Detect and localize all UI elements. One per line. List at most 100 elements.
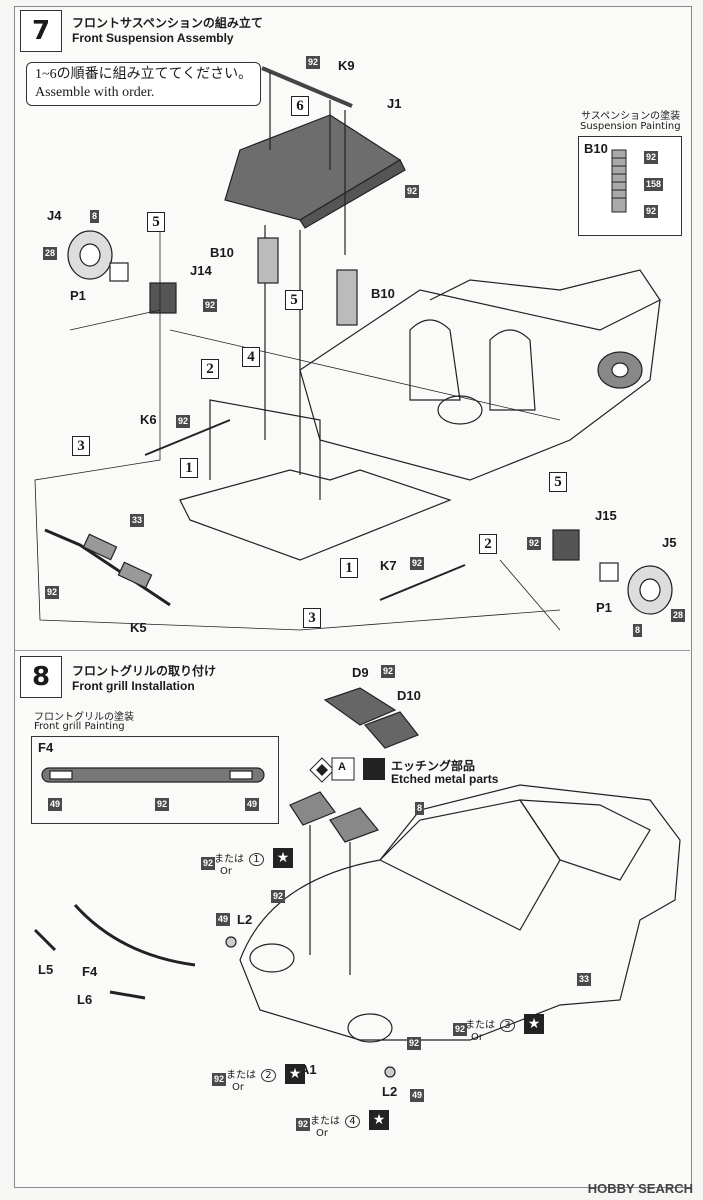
paint-code: 92 [45, 586, 60, 599]
part-label: J15 [595, 508, 617, 523]
paint-code: 92 [176, 415, 191, 428]
step7-number: 7 [20, 10, 62, 52]
paint-code: 33 [577, 973, 592, 986]
part-label: P1 [70, 288, 86, 303]
order-number: 3 [303, 608, 321, 628]
assembly-order-note: 1~6の順番に組み立ててください。 Assemble with order. [26, 62, 262, 106]
grill-painting-box [31, 736, 279, 824]
paint-code: 8 [633, 624, 643, 637]
paint-code: 92 [527, 537, 542, 550]
or-ref: 2 [261, 1069, 276, 1082]
grill-painting-jp: フロントグリルの塗装 [34, 712, 134, 723]
paint-code: 92 [405, 185, 420, 198]
paint-code: 49 [48, 798, 63, 811]
part-label: J4 [47, 208, 62, 223]
part-label: K7 [380, 558, 397, 573]
part-label: K5 [130, 620, 147, 635]
paint-code: 92 [644, 151, 659, 164]
paint-code: 92 [453, 1023, 468, 1036]
order-number: 5 [147, 212, 165, 232]
star-icon: ★ [523, 1014, 545, 1034]
or-jp: または [310, 1116, 340, 1127]
paint-code: 92 [407, 1037, 422, 1050]
part-label: P1 [596, 600, 612, 615]
star-icon: ★ [368, 1110, 390, 1130]
part-label: D10 [397, 688, 421, 703]
order-number: 2 [201, 359, 219, 379]
or-en: Or [220, 866, 232, 877]
grill-painting-en: Front grill Painting [34, 721, 125, 732]
part-label: L6 [77, 992, 93, 1007]
suspension-painting-box [578, 136, 682, 236]
star-icon: ★ [272, 848, 294, 868]
paint-code: 92 [201, 857, 216, 870]
step7-title-en: Front Suspension Assembly [72, 31, 234, 45]
part-label: B10 [371, 286, 395, 301]
paint-code: 8 [90, 210, 100, 223]
part-label: D9 [352, 665, 369, 680]
part-label: L2 [382, 1084, 398, 1099]
part-label: K9 [338, 58, 355, 73]
or-en: Or [232, 1082, 244, 1093]
order-number: 4 [242, 347, 260, 367]
part-label: J1 [387, 96, 402, 111]
or-callout: または 4 ★ Or [310, 1110, 390, 1140]
etched-parts-jp: エッチング部品 [391, 759, 476, 773]
paint-code: 8 [415, 802, 425, 815]
etched-parts-en: Etched metal parts [391, 772, 499, 786]
paint-code: 49 [410, 1089, 425, 1102]
part-label: K6 [140, 412, 157, 427]
step8-title-jp: フロントグリルの取り付け [72, 664, 217, 678]
order-number: 5 [549, 472, 567, 492]
suspension-painting-jp: サスペンションの塗装 [581, 111, 681, 122]
star-icon: ★ [284, 1064, 306, 1084]
paint-code: 92 [381, 665, 396, 678]
paint-code: 33 [130, 514, 145, 527]
part-label: J5 [662, 535, 677, 550]
part-label: F4 [82, 964, 98, 979]
part-label: J14 [190, 263, 212, 278]
paint-code: 92 [410, 557, 425, 570]
note-en: Assemble with order. [35, 85, 155, 100]
paint-code: 92 [212, 1073, 227, 1086]
or-jp: または [465, 1020, 495, 1031]
paint-part-f4: F4 [38, 740, 54, 755]
or-jp: または [214, 854, 244, 865]
suspension-painting-en: Suspension Painting [580, 121, 681, 132]
or-callout: または 2 ★ Or [226, 1064, 306, 1094]
or-en: Or [316, 1128, 328, 1139]
step8-title-en: Front grill Installation [72, 679, 195, 693]
hobby-search-watermark: HOBBY SEARCH [587, 1181, 693, 1196]
step-divider [14, 650, 690, 651]
or-ref: 1 [249, 853, 264, 866]
paint-code: 28 [671, 609, 686, 622]
paint-code: 49 [245, 798, 260, 811]
order-number: 6 [291, 96, 309, 116]
paint-code: 92 [296, 1118, 311, 1131]
paint-code: 92 [155, 798, 170, 811]
or-jp: または [226, 1070, 256, 1081]
order-number: 3 [72, 436, 90, 456]
part-label: B10 [210, 245, 234, 260]
or-en: Or [471, 1032, 483, 1043]
etched-part-letter: A [338, 761, 346, 773]
order-number: 2 [479, 534, 497, 554]
paint-code: 28 [43, 247, 58, 260]
part-label: L2 [237, 912, 253, 927]
paint-code: 92 [306, 56, 321, 69]
order-number: 1 [180, 458, 198, 478]
paint-code: 92 [271, 890, 286, 903]
or-callout: または 1 ★ Or [214, 848, 294, 878]
paint-code: 92 [644, 205, 659, 218]
order-number: 5 [285, 290, 303, 310]
step7-title-jp: フロントサスペンションの組み立て [72, 16, 263, 30]
or-ref: 4 [345, 1115, 360, 1128]
part-label: L5 [38, 962, 54, 977]
or-callout: または 3 ★ Or [465, 1014, 545, 1044]
order-number: 1 [340, 558, 358, 578]
paint-code: 92 [203, 299, 218, 312]
paint-code: 49 [216, 913, 231, 926]
note-jp: 1~6の順番に組み立ててください。 [35, 67, 253, 82]
